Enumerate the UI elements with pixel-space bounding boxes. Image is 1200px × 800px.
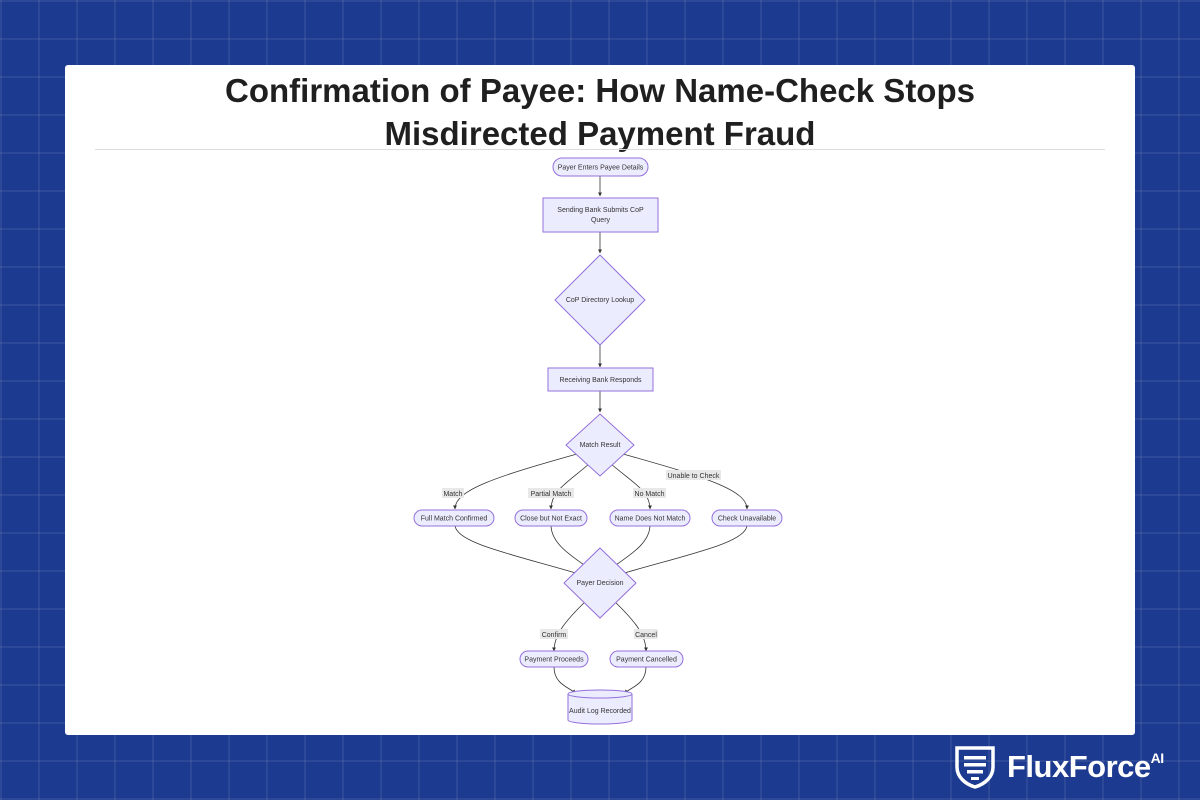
- node-payer-decision-label: Payer Decision: [576, 580, 623, 587]
- edge-result-to-close: [549, 462, 591, 510]
- node-close-match: Close but Not Exact: [514, 509, 588, 527]
- edge-label-confirm: Confirm: [540, 629, 568, 639]
- edge-cancelled-to-log: [623, 666, 647, 694]
- edge-label-cancel: Cancel: [634, 629, 658, 639]
- edge-label-cancel-text: Cancel: [635, 632, 657, 639]
- node-no-match-label: Name Does Not Match: [615, 516, 686, 523]
- edge-result-to-unavailable: [622, 453, 749, 510]
- edge-label-confirm-text: Confirm: [542, 632, 567, 639]
- edge-result-to-nomatch: [609, 462, 652, 510]
- brand-suffix: AI: [1150, 750, 1165, 766]
- edge-close-to-decision: [550, 524, 588, 568]
- edge-label-unable-text: Unable to Check: [668, 473, 720, 480]
- diagram-card: Confirmation of Payee: How Name-Check St…: [65, 65, 1135, 735]
- title-line-1: Confirmation of Payee: How Name-Check St…: [225, 72, 975, 109]
- node-receiving-bank-label: Receiving Bank Responds: [559, 377, 642, 384]
- edge-result-to-full: [453, 453, 578, 510]
- node-payment-cancelled-label: Payment Cancelled: [616, 657, 677, 664]
- edge-label-unable: Unable to Check: [666, 470, 721, 480]
- edge-unavailable-to-decision: [620, 524, 748, 575]
- edge-nomatch-to-decision: [612, 524, 651, 568]
- edge-decision-to-cancelled: [612, 599, 648, 652]
- node-match-result: Match Result: [565, 413, 635, 477]
- page-title: Confirmation of Payee: How Name-Check St…: [65, 69, 1135, 155]
- title-divider: [95, 149, 1105, 150]
- node-receiving-bank: Receiving Bank Responds: [547, 367, 654, 392]
- edge-label-match: Match: [442, 488, 464, 498]
- edge-full-to-decision: [454, 524, 580, 575]
- edge-proceeds-to-log: [553, 666, 577, 694]
- node-audit-log: Audit Log Recorded: [567, 689, 633, 725]
- brand-wordmark: FluxForceAI: [1007, 749, 1164, 785]
- node-payment-proceeds: Payment Proceeds: [519, 650, 589, 668]
- brand-name: FluxForce: [1007, 749, 1151, 784]
- node-directory-lookup-label: CoP Directory Lookup: [566, 297, 634, 304]
- node-payer-decision: Payer Decision: [563, 547, 637, 619]
- node-full-match: Full Match Confirmed: [413, 509, 495, 527]
- node-close-match-label: Close but Not Exact: [520, 516, 582, 523]
- node-unavailable: Check Unavailable: [711, 509, 783, 527]
- node-bank-submits-label-1: Sending Bank Submits CoP: [557, 207, 644, 214]
- node-payment-cancelled: Payment Cancelled: [609, 650, 684, 668]
- edge-label-match-text: Match: [443, 491, 462, 498]
- node-match-result-label: Match Result: [580, 442, 621, 449]
- node-no-match: Name Does Not Match: [609, 509, 691, 527]
- node-unavailable-label: Check Unavailable: [718, 516, 776, 523]
- node-full-match-label: Full Match Confirmed: [421, 516, 488, 523]
- node-audit-log-label: Audit Log Recorded: [569, 708, 631, 715]
- node-payer-enters: Payer Enters Payee Details: [552, 157, 649, 177]
- edge-label-no-match: No Match: [633, 488, 666, 498]
- edge-label-partial: Partial Match: [528, 488, 574, 498]
- edge-decision-to-proceeds: [552, 599, 588, 652]
- brand-logo: FluxForceAI: [953, 745, 1193, 789]
- edge-label-no-match-text: No Match: [635, 491, 665, 498]
- node-directory-lookup: CoP Directory Lookup: [554, 254, 646, 346]
- node-bank-submits: Sending Bank Submits CoP Query: [542, 197, 659, 233]
- edges: [453, 176, 749, 694]
- edge-label-partial-text: Partial Match: [531, 491, 572, 498]
- flowchart: Match Partial Match No Match Unable to C…: [413, 157, 783, 725]
- node-payment-proceeds-label: Payment Proceeds: [524, 657, 584, 664]
- node-bank-submits-label-2: Query: [591, 217, 611, 224]
- title-line-2: Misdirected Payment Fraud: [384, 115, 816, 152]
- node-payer-enters-label: Payer Enters Payee Details: [558, 165, 644, 172]
- edge-labels: Match Partial Match No Match Unable to C…: [442, 470, 721, 639]
